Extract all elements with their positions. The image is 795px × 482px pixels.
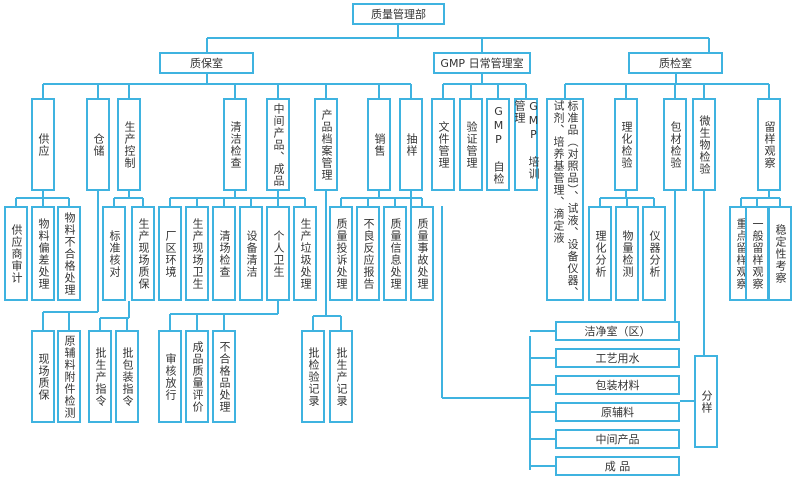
node-batch-production-record: 批生产记录 (329, 330, 353, 423)
node-qa-office: 质保室 (159, 52, 254, 74)
node-intermediate: 中间产品 (555, 429, 680, 449)
node-equipment-cleaning: 设备清洁 (239, 206, 263, 301)
node-sample-split: 分样 (694, 355, 718, 448)
node-gmp-training: GMP 培训管理 (513, 98, 540, 191)
node-physchem-analysis: 理化分析 (588, 206, 612, 301)
node-site-qa: 现场质保 (31, 330, 55, 423)
node-root: 质量管理部 (352, 3, 445, 25)
node-quality-info: 质量信息处理 (383, 206, 407, 301)
node-packaging-test: 包材检验 (663, 98, 687, 191)
node-waste-disposal: 生产垃圾处理 (293, 206, 317, 301)
node-qc-office: 质检室 (628, 52, 723, 74)
node-clearance-check: 清场检查 (212, 206, 236, 301)
node-clean-room: 洁净室（区） (555, 321, 680, 341)
node-finished-product: 成 品 (555, 456, 680, 476)
node-general-retention: 一般留样观察 (745, 206, 769, 301)
node-batch-inspection-record: 批检验记录 (301, 330, 325, 423)
node-product-archive: 产品档案管理 (314, 98, 338, 191)
node-factory-environment: 厂区环境 (158, 206, 182, 301)
node-gmp-self-inspection: GMP 自检 (486, 98, 510, 191)
node-release-review: 审核放行 (158, 330, 182, 423)
node-physchem-test: 理化检验 (614, 98, 638, 191)
node-warehouse: 仓储 (86, 98, 110, 191)
node-validation-management: 验证管理 (459, 98, 483, 191)
node-retention-observation: 留样观察 (757, 98, 781, 191)
node-sales: 销售 (367, 98, 391, 191)
node-batch-packaging-order: 批包装指令 (115, 330, 139, 423)
node-production-control: 生产控制 (117, 98, 141, 191)
node-supply: 供应 (31, 98, 55, 191)
node-process-water: 工艺用水 (555, 348, 680, 368)
node-supplier-audit: 供应商审计 (4, 206, 28, 301)
node-stability-study: 稳定性考察 (768, 206, 792, 301)
node-micro-test: 微生物检验 (692, 98, 716, 191)
node-intermediate-products: 中间产品、成品 (266, 98, 290, 191)
node-sampling: 抽样 (399, 98, 423, 191)
node-cleaning-check: 清洁检查 (223, 98, 247, 191)
node-raw-materials: 原辅料 (555, 402, 680, 422)
node-personal-hygiene: 个人卫生 (266, 206, 290, 301)
node-doc-management: 文件管理 (431, 98, 455, 191)
node-production-site-qa: 生产现场质保 (131, 206, 155, 301)
node-product-quality-eval: 成品质量评价 (185, 330, 209, 423)
node-gmp-office: GMP 日常管理室 (433, 52, 531, 74)
node-standards-management: 标准品（对照品）、试液、设备仪器、试剂、培养基管理、滴定液 (546, 98, 584, 301)
node-quality-complaint: 质量投诉处理 (329, 206, 353, 301)
node-packaging-materials: 包装材料 (555, 375, 680, 395)
node-instrument-analysis: 仪器分析 (642, 206, 666, 301)
node-standard-check: 标准核对 (102, 206, 126, 301)
node-material-deviation: 物料偏差处理 (31, 206, 55, 301)
node-production-hygiene: 生产现场卫生 (185, 206, 209, 301)
node-quality-accident: 质量事故处理 (410, 206, 434, 301)
node-nonconforming-handling: 不合格品处理 (212, 330, 236, 423)
node-raw-material-testing: 原辅料附件检测 (57, 330, 81, 423)
node-adverse-reaction: 不良反应报告 (356, 206, 380, 301)
node-quantity-detection: 物量检测 (615, 206, 639, 301)
node-material-nonconforming: 物料不合格处理 (57, 206, 81, 301)
node-batch-production-order: 批生产指令 (88, 330, 112, 423)
